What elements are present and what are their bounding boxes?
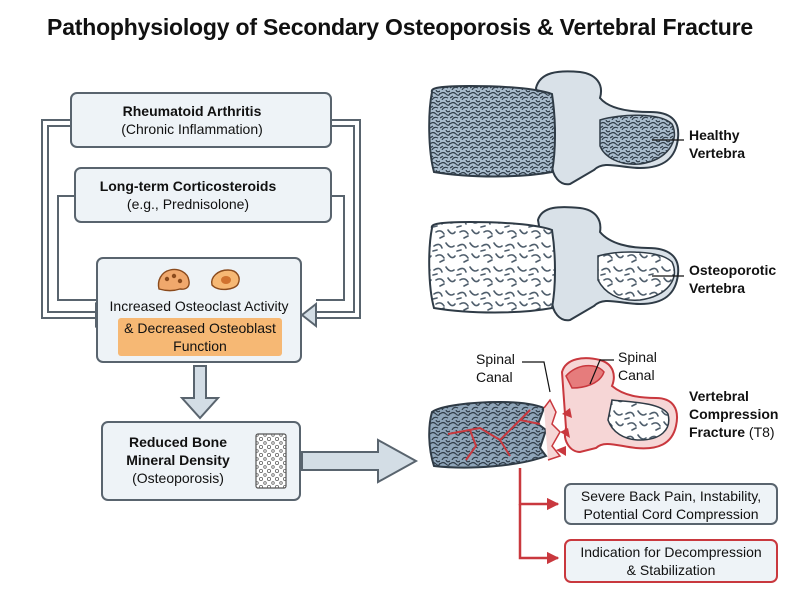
bmd-line1: Reduced Bone xyxy=(128,434,227,450)
corticosteroids-box: Long-term Corticosteroids (e.g., Prednis… xyxy=(74,167,332,223)
cells-line2: & Decreased Osteoblast xyxy=(124,320,276,336)
osteoblast-cell-icon xyxy=(211,269,240,291)
surgery-line2: & Stabilization xyxy=(626,562,716,578)
ra-right-connector-inner xyxy=(316,125,355,313)
ra-left-connector xyxy=(41,119,96,319)
steroids-right-connector xyxy=(316,195,345,301)
healthy-vertebra-illustration xyxy=(428,70,680,186)
pain-line1: Severe Back Pain, Instability, xyxy=(580,488,762,504)
canal-right-leader xyxy=(589,359,614,385)
ra-subtitle: (Chronic Inflammation) xyxy=(121,121,263,137)
ra-left-connector-inner xyxy=(47,125,96,313)
cells-highlight: & Decreased Osteoblast Function xyxy=(118,318,282,356)
surgery-connector xyxy=(518,504,560,565)
surgery-indication-box: Indication for Decompression & Stabiliza… xyxy=(564,539,778,583)
ra-title: Rheumatoid Arthritis xyxy=(122,103,262,119)
down-arrow xyxy=(179,365,221,420)
pain-line2: Potential Cord Compression xyxy=(583,506,759,522)
pain-connector xyxy=(518,468,560,511)
bmd-line3: (Osteoporosis) xyxy=(132,470,224,486)
steroids-title: Long-term Corticosteroids xyxy=(99,178,277,194)
spinal-canal-label-left: Spinal Canal xyxy=(476,351,515,385)
bmd-line2: Mineral Density xyxy=(126,452,230,468)
cells-line1: Increased Osteoclast Activity xyxy=(109,298,289,314)
surgery-line1: Indication for Decompression xyxy=(580,544,762,560)
osteoporotic-vertebra-illustration xyxy=(428,206,680,322)
healthy-vertebra-label: Healthy Vertebra xyxy=(689,127,746,161)
bone-density-box: Reduced Bone Mineral Density (Osteoporos… xyxy=(101,421,301,501)
osteoporotic-vertebra-label: Osteoporotic Vertebra xyxy=(689,262,777,296)
bone-cell-activity-box: Increased Osteoclast Activity & Decrease… xyxy=(96,257,302,363)
rheumatoid-arthritis-box: Rheumatoid Arthritis (Chronic Inflammati… xyxy=(70,92,332,148)
spinal-canal-label-right: Spinal Canal xyxy=(618,349,657,383)
osteoclast-cell-icon xyxy=(157,268,190,292)
bone-texture-icon xyxy=(255,433,287,489)
cells-line3: Function xyxy=(173,338,227,354)
steroids-subtitle: (e.g., Prednisolone) xyxy=(126,196,250,212)
page-title: Pathophysiology of Secondary Osteoporosi… xyxy=(47,14,753,40)
steroids-left-connector xyxy=(57,195,96,301)
right-arrow xyxy=(301,438,419,484)
ra-right-connector xyxy=(316,119,361,319)
canal-left-leader xyxy=(522,361,551,393)
fracture-label: Vertebral Compression Fracture (T8) xyxy=(689,388,779,440)
ra-right-arrowhead xyxy=(300,301,317,329)
symptoms-box: Severe Back Pain, Instability, Potential… xyxy=(564,483,778,525)
